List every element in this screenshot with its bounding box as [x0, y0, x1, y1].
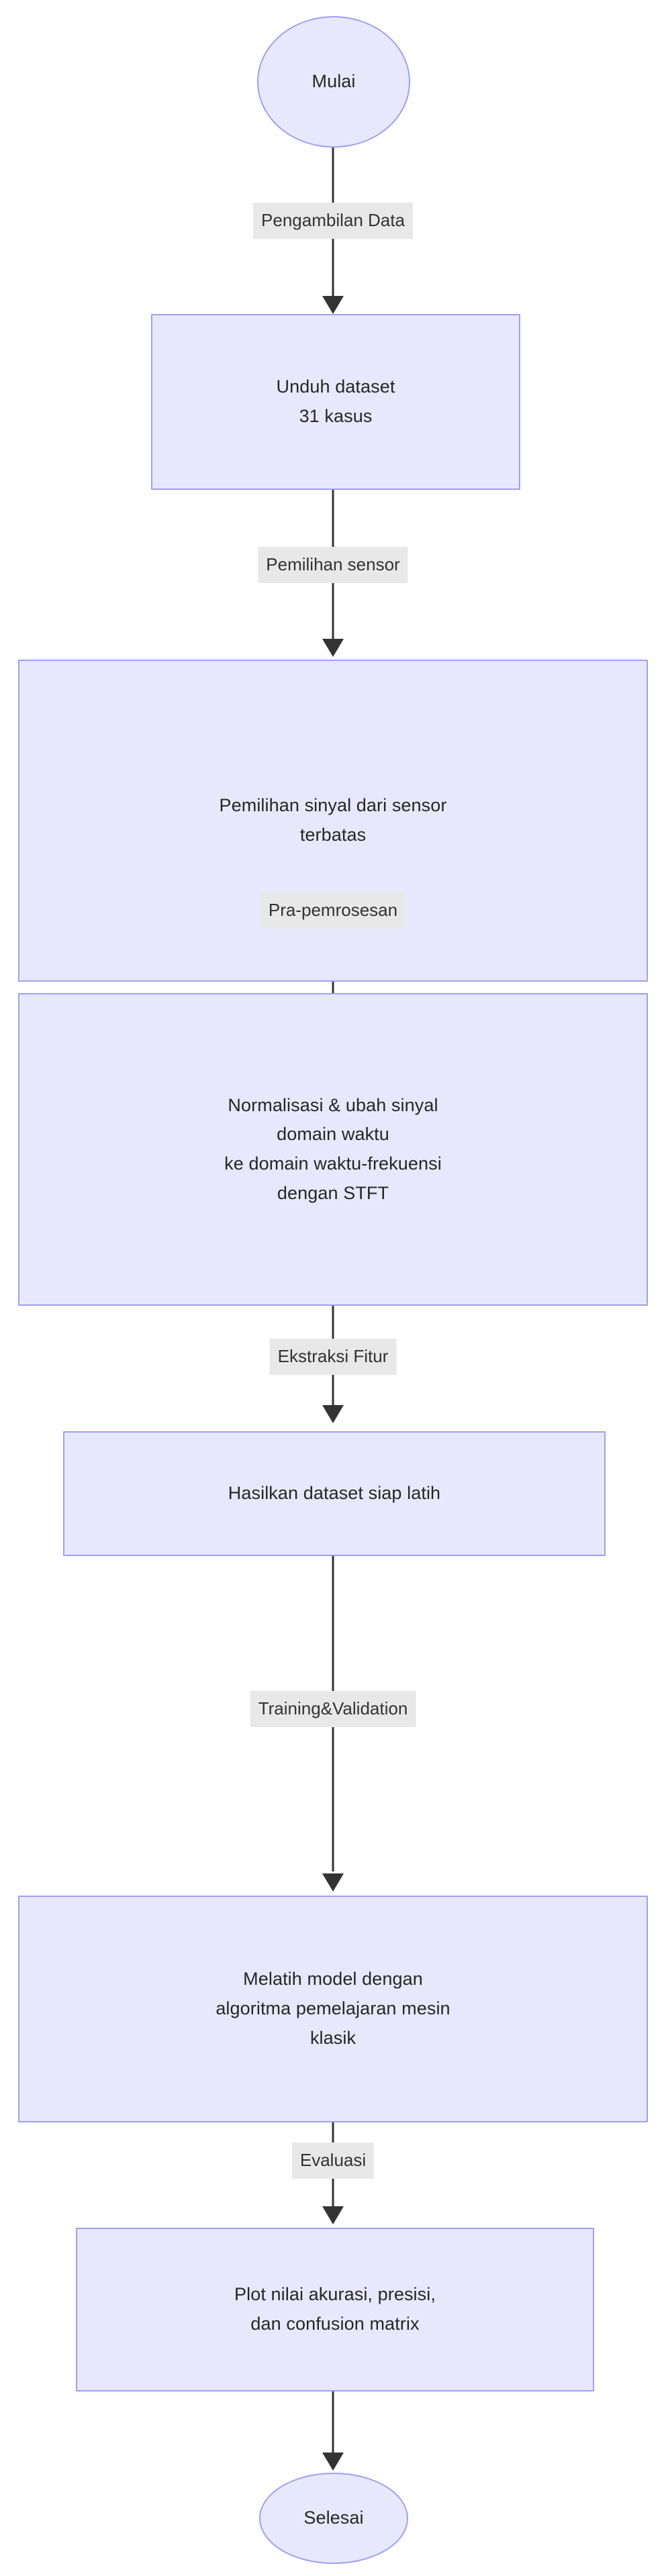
edge-label-pemilihan-sensor: Pemilihan sensor: [258, 547, 408, 583]
node-train-model[interactable]: Melatih model dengan algoritma pemelajar…: [18, 1896, 648, 2122]
node-end-label: Selesai: [303, 2508, 364, 2528]
edge-label-pra-pemrosesan: Pra-pemrosesan: [260, 892, 406, 929]
edge-evaluate-end-line: [332, 2391, 334, 2461]
node-ready-dataset[interactable]: Hasilkan dataset siap latih: [63, 1431, 606, 1556]
edge-label-training-validation: Training&Validation: [250, 1691, 416, 1727]
node-ready-dataset-label: Hasilkan dataset siap latih: [228, 1483, 441, 1504]
edge-start-download-arrowhead: [322, 296, 344, 314]
edge-sensorsel-preprocess-line: [332, 982, 334, 993]
node-train-model-label: Melatih model dengan algoritma pemelajar…: [216, 1969, 450, 2048]
edge-preprocess-dataset-arrowhead: [322, 1405, 344, 1423]
node-start-label: Mulai: [312, 71, 356, 92]
node-start[interactable]: Mulai: [257, 16, 410, 148]
node-end[interactable]: Selesai: [259, 2473, 408, 2564]
node-signal-selection[interactable]: Pemilihan sinyal dari sensor terbatas: [18, 660, 648, 982]
edge-label-pengambilan-data: Pengambilan Data: [253, 203, 413, 239]
edge-train-evaluate-arrowhead: [322, 2206, 344, 2224]
node-preprocessing-label: Normalisasi & ubah sinyal domain waktu k…: [224, 1094, 442, 1203]
edge-label-ekstraksi-fitur: Ekstraksi Fitur: [269, 1339, 397, 1375]
edge-dataset-train-arrowhead: [322, 1873, 344, 1892]
edge-label-evaluasi: Evaluasi: [291, 2143, 375, 2179]
node-evaluation-plot-label: Plot nilai akurasi, presisi, dan confusi…: [234, 2284, 436, 2334]
node-evaluation-plot[interactable]: Plot nilai akurasi, presisi, dan confusi…: [76, 2228, 594, 2391]
node-download-dataset-label: Unduh dataset 31 kasus: [276, 376, 395, 426]
node-preprocessing[interactable]: Normalisasi & ubah sinyal domain waktu k…: [18, 993, 648, 1306]
node-download-dataset[interactable]: Unduh dataset 31 kasus: [151, 314, 520, 490]
edge-evaluate-end-arrowhead: [322, 2453, 344, 2471]
node-signal-selection-label: Pemilihan sinyal dari sensor terbatas: [219, 795, 447, 845]
edge-download-sensorsel-arrowhead: [322, 639, 344, 657]
